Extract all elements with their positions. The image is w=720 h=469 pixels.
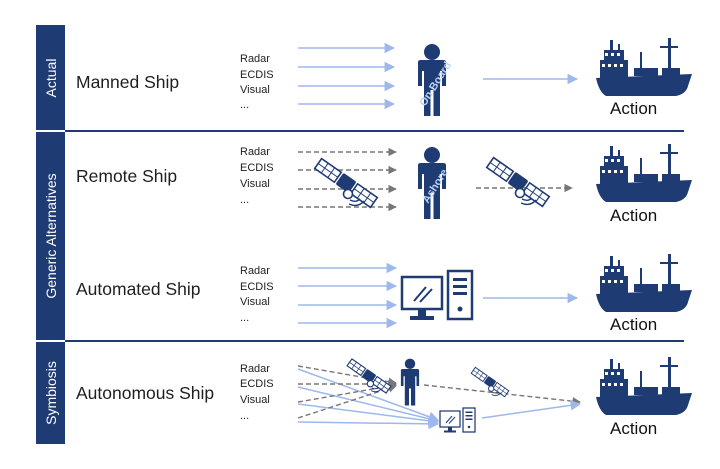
- row-manned-ship: Manned Ship Radar ECDIS Visual ... On Bo…: [76, 38, 692, 118]
- row-title: Autonomous Ship: [76, 383, 214, 403]
- row-title: Remote Ship: [76, 166, 177, 186]
- arrow-icon: [297, 418, 440, 430]
- computer-icon: [439, 407, 476, 434]
- dashed-arrow-icon: [423, 384, 581, 406]
- source-label: ...: [240, 99, 249, 111]
- side-band: [36, 25, 65, 444]
- row-title: Automated Ship: [76, 279, 201, 299]
- ship-icon: [596, 357, 692, 415]
- satellite-icon: [313, 156, 379, 210]
- source-label: Radar: [240, 265, 270, 277]
- arrow-icon: [481, 400, 582, 419]
- source-label: Radar: [240, 363, 270, 375]
- source-label: ECDIS: [240, 162, 274, 174]
- row-remote-ship: Remote Ship Radar ECDIS Visual ... Ashor…: [76, 144, 692, 225]
- source-label: Visual: [240, 296, 270, 308]
- source-label: ECDIS: [240, 69, 274, 81]
- arrow-icon: [297, 403, 440, 427]
- band-label-actual: Actual: [43, 59, 59, 98]
- source-label: Radar: [240, 146, 270, 158]
- source-label: Visual: [240, 84, 270, 96]
- row-title: Manned Ship: [76, 72, 179, 92]
- ship-icon: [596, 144, 692, 202]
- source-label: Visual: [240, 178, 270, 190]
- source-label: ...: [240, 410, 249, 422]
- source-label: ...: [240, 312, 249, 324]
- action-label: Action: [610, 206, 657, 225]
- source-label: ...: [240, 194, 249, 206]
- band-label-generic: Generic Alternatives: [43, 173, 59, 298]
- dashed-arrow-icon: [297, 384, 397, 419]
- source-label: ECDIS: [240, 281, 274, 293]
- source-label: ECDIS: [240, 378, 274, 390]
- row-automated-ship: Automated Ship Radar ECDIS Visual ... Ac…: [76, 254, 692, 334]
- computer-icon: [400, 269, 474, 322]
- source-label: Visual: [240, 394, 270, 406]
- satellite-icon: [485, 155, 551, 209]
- person-icon: [400, 358, 420, 406]
- action-label: Action: [610, 99, 657, 118]
- action-label: Action: [610, 315, 657, 334]
- action-label: Action: [610, 419, 657, 438]
- ship-icon: [596, 254, 692, 312]
- arrow-icon: [297, 386, 440, 424]
- row-autonomous-ship: Autonomous Ship Radar ECDIS Visual ... A…: [76, 357, 692, 438]
- source-label: Radar: [240, 53, 270, 65]
- band-label-symbiosis: Symbiosis: [43, 361, 59, 425]
- ship-icon: [596, 38, 692, 96]
